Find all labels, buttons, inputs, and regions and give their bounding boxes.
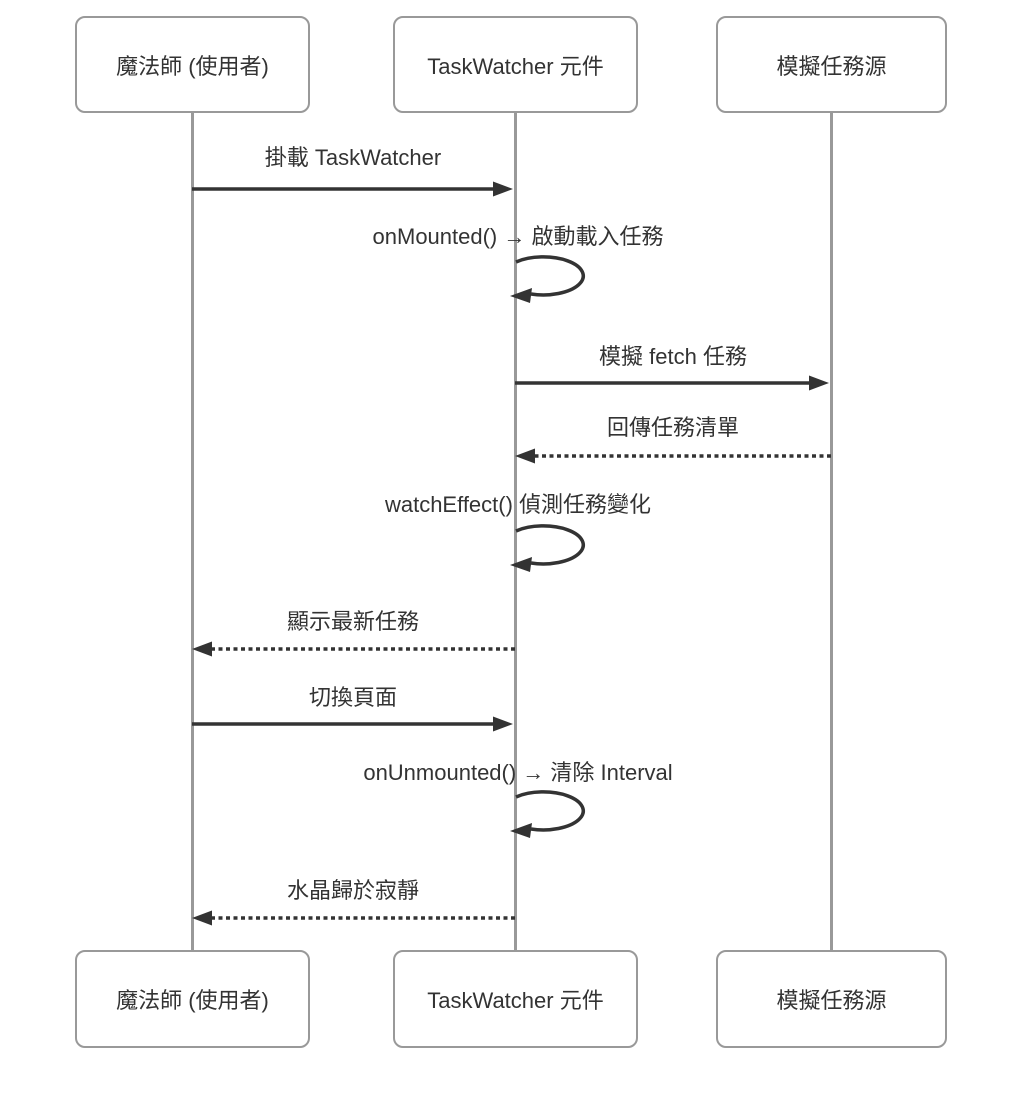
actor-label: TaskWatcher 元件 [427, 988, 604, 1013]
message-label-watcheffect: watchEffect() 偵測任務變化 [384, 492, 652, 517]
message-arrow-fetch [515, 375, 829, 391]
message-arrow-mount [192, 181, 513, 197]
actor-label: 魔法師 (使用者) [116, 988, 269, 1013]
message-label-return-tasks: 回傳任務清單 [606, 415, 740, 440]
actor-label: 模擬任務源 [776, 53, 887, 79]
message-arrow-return-tasks [515, 448, 831, 464]
message-arrow-switch-page [192, 716, 513, 732]
message-label-onmounted: onMounted() → 啟動載入任務 [372, 224, 664, 249]
message-arrow-onmounted-selfloop [510, 255, 585, 303]
message-label-show-latest: 顯示最新任務 [286, 609, 420, 634]
actor-label: TaskWatcher 元件 [427, 53, 604, 79]
message-arrow-crystal-quiet [192, 910, 515, 926]
message-label-fetch: 模擬 fetch 任務 [599, 344, 747, 369]
actor-bottom-taskwatcher: TaskWatcher 元件 [393, 950, 638, 1048]
actor-top-source: 模擬任務源 [716, 16, 947, 113]
message-arrow-show-latest [192, 641, 515, 657]
actor-top-taskwatcher: TaskWatcher 元件 [393, 16, 638, 113]
message-arrow-onunmounted-selfloop [510, 790, 585, 838]
actor-top-user: 魔法師 (使用者) [75, 16, 310, 113]
message-arrow-watcheffect-selfloop [510, 524, 585, 572]
actor-label: 模擬任務源 [776, 988, 887, 1013]
message-label-switch-page: 切換頁面 [308, 685, 398, 710]
message-label-crystal-quiet: 水晶歸於寂靜 [286, 878, 420, 903]
actor-label: 魔法師 (使用者) [116, 53, 269, 79]
message-label-mount: 掛載 TaskWatcher [264, 145, 442, 170]
actor-bottom-user: 魔法師 (使用者) [75, 950, 310, 1048]
actor-bottom-source: 模擬任務源 [716, 950, 947, 1048]
message-label-onunmounted: onUnmounted() → 清除 Interval [363, 760, 673, 785]
